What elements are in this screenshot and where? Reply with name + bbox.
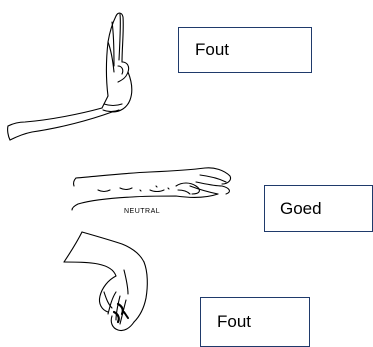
- label-text: Fout: [217, 312, 251, 332]
- label-correct-middle: Goed: [264, 185, 373, 232]
- label-wrong-top: Fout: [178, 27, 312, 73]
- neutral-wrist-hand-drawing: [72, 168, 231, 210]
- extended-wrist-hand-drawing: [8, 13, 132, 140]
- label-wrong-bottom: Fout: [200, 297, 310, 347]
- neutral-caption: NEUTRAL: [124, 208, 160, 215]
- label-text: Goed: [280, 199, 322, 219]
- flexed-wrist-hand-drawing: [64, 232, 147, 331]
- label-text: Fout: [195, 40, 229, 60]
